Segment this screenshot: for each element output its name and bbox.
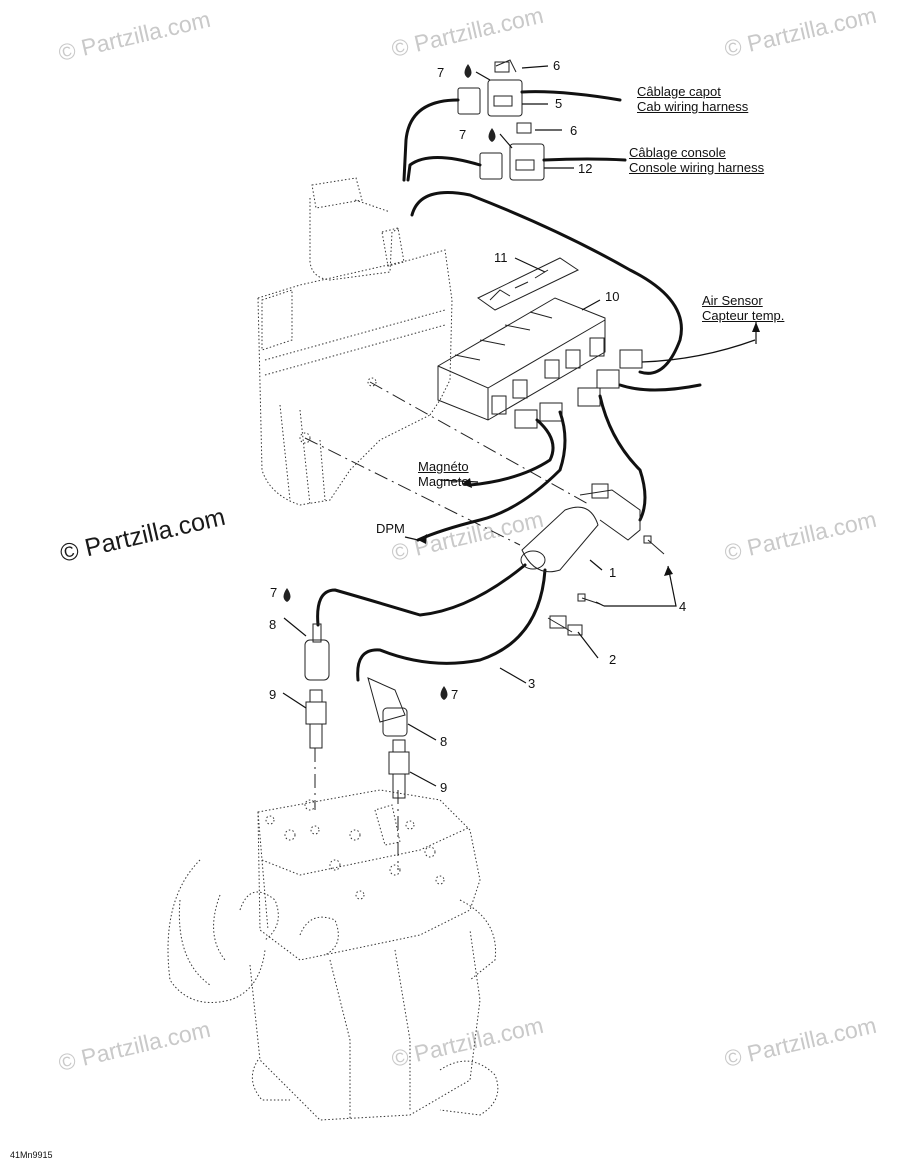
spark-plugs	[305, 689, 410, 799]
cab-harness-label-en: Cab wiring harness	[637, 99, 749, 114]
wiring	[316, 90, 756, 682]
callout-1: 1	[609, 565, 617, 580]
oil-tank	[257, 177, 453, 506]
callout-7: 7	[270, 585, 278, 600]
callout-5: 5	[555, 96, 563, 111]
plug-caps	[304, 623, 408, 737]
mpem-module	[437, 257, 606, 421]
callout-10: 10	[605, 289, 620, 304]
console-harness-label-en: Console wiring harness	[629, 160, 765, 175]
grease-drop-icons	[283, 64, 496, 700]
callout-9: 9	[269, 687, 277, 702]
callout-11: 11	[494, 250, 508, 265]
callout-4: 4	[679, 599, 687, 614]
callout-6: 6	[553, 58, 561, 73]
air-sensor-label-fr: Capteur temp.	[702, 308, 785, 323]
magneto-label: Magnéto Magneto	[418, 459, 469, 489]
ignition-coil	[520, 483, 641, 573]
cab-harness-label-fr: Câblage capot	[637, 84, 721, 99]
console-harness-label-fr: Câblage console	[629, 145, 726, 160]
air-sensor-label: Air Sensor Capteur temp.	[702, 293, 784, 323]
connector-console	[479, 122, 545, 181]
callout-8: 8	[440, 734, 448, 749]
air-sensor-label-en: Air Sensor	[702, 293, 763, 308]
callout-3: 3	[528, 676, 536, 691]
figure-id: 41Mn9915	[10, 1150, 53, 1160]
cab-harness-label: Câblage capot Cab wiring harness	[637, 84, 748, 114]
callout-7: 7	[437, 65, 445, 80]
dpm-label: DPM	[376, 521, 405, 536]
callout-2: 2	[609, 652, 617, 667]
callout-7: 7	[451, 687, 459, 702]
console-harness-label: Câblage console Console wiring harness	[629, 145, 764, 175]
callout-6: 6	[570, 123, 578, 138]
magneto-label-en: Magneto	[418, 474, 469, 489]
arrowheads	[418, 322, 760, 576]
callout-7: 7	[459, 127, 467, 142]
engine	[167, 789, 499, 1121]
callout-12: 12	[578, 161, 593, 176]
magneto-label-fr: Magnéto	[418, 459, 469, 474]
center-lines	[304, 381, 591, 870]
callout-8: 8	[269, 617, 277, 632]
screws	[547, 535, 665, 636]
callout-9: 9	[440, 780, 448, 795]
